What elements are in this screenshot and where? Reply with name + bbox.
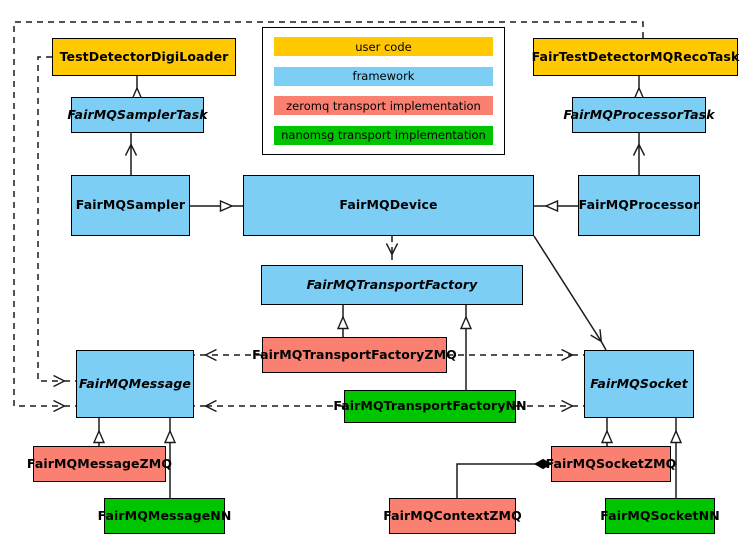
legend-item-nanomsg: nanomsg transport implementation [274, 125, 493, 145]
class-node-fairmqsampler[interactable]: FairMQSampler [71, 175, 190, 236]
edge-digiloader-message [37, 56, 64, 381]
class-node-fairtestdetectormqrecotask[interactable]: FairTestDetectorMQRecoTask [532, 38, 739, 76]
legend-item-framework: framework [274, 66, 493, 86]
legend-item-user-code: user code [274, 37, 493, 56]
class-node-fairmqsocketnn[interactable]: FairMQSocketNN [600, 498, 720, 534]
edge-socketzmq-contextzmq [456, 464, 551, 498]
class-node-fairmqmessagezmq[interactable]: FairMQMessageZMQ [27, 446, 172, 482]
legend: user code framework zeromq transport imp… [262, 27, 505, 155]
class-node-fairmqtransportfactorynn[interactable]: FairMQTransportFactoryNN [333, 390, 527, 423]
class-node-fairmqsocket[interactable]: FairMQSocket [584, 350, 694, 418]
class-node-fairmqmessagenn[interactable]: FairMQMessageNN [98, 498, 231, 534]
class-node-fairmqdevice[interactable]: FairMQDevice [243, 175, 534, 236]
class-node-fairmqcontextzmq[interactable]: FairMQContextZMQ [383, 498, 522, 534]
class-node-fairmqmessage[interactable]: FairMQMessage [76, 350, 194, 418]
class-node-fairmqtransportfactory[interactable]: FairMQTransportFactory [261, 265, 523, 305]
class-node-fairmqprocessortask[interactable]: FairMQProcessorTask [563, 97, 715, 133]
class-node-fairmqprocessor[interactable]: FairMQProcessor [578, 175, 700, 236]
class-node-testdetectordigiloader[interactable]: TestDetectorDigiLoader [52, 38, 236, 76]
class-node-fairmqtransportfactoryzmq[interactable]: FairMQTransportFactoryZMQ [252, 337, 457, 373]
class-node-fairmqsamplertask[interactable]: FairMQSamplerTask [67, 97, 208, 133]
legend-item-zeromq: zeromq transport implementation [274, 96, 493, 116]
edge-device-socket [533, 235, 601, 341]
class-node-fairmqsocketzmq[interactable]: FairMQSocketZMQ [546, 446, 676, 482]
